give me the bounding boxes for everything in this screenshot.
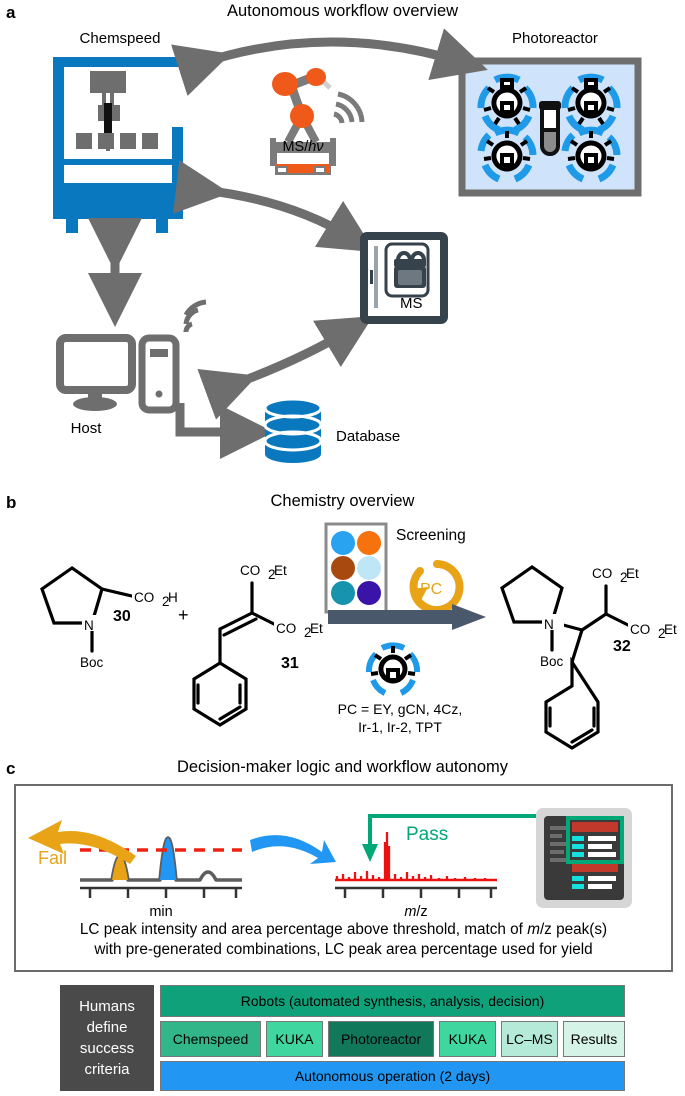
structure-32: N Boc CO 2 Et CO 2 Et bbox=[494, 552, 685, 750]
svg-text:CO: CO bbox=[592, 566, 612, 581]
svg-text:Et: Et bbox=[310, 621, 323, 636]
svg-text:N: N bbox=[84, 618, 94, 633]
humans-line-3: criteria bbox=[84, 1061, 130, 1078]
dashboard-screen-icon bbox=[534, 806, 634, 910]
robot-ms-text: MS/ bbox=[282, 139, 309, 155]
criteria-line2: with pre-generated combinations, LC peak… bbox=[94, 941, 593, 958]
svg-text:Boc: Boc bbox=[80, 655, 104, 670]
structure-30: N Boc CO 2 H bbox=[24, 553, 194, 673]
svg-text:CO: CO bbox=[134, 590, 154, 605]
svg-text:CO: CO bbox=[630, 622, 650, 637]
pass-connector bbox=[356, 810, 556, 870]
svg-text:2: 2 bbox=[268, 567, 276, 582]
ms-axis-label: m/z bbox=[331, 904, 501, 920]
panel-b-title: Chemistry overview bbox=[270, 492, 415, 510]
ms-axis-m: m bbox=[404, 904, 417, 920]
station-kuka-1: KUKA bbox=[266, 1021, 323, 1057]
pass-arrow-icon bbox=[248, 822, 338, 870]
lc-axis-label: min bbox=[149, 904, 173, 920]
station-lcms: LC–MS bbox=[501, 1021, 558, 1057]
robot-h-text: h bbox=[308, 139, 317, 155]
compound-32-number: 32 bbox=[613, 638, 631, 655]
database-label: Database bbox=[336, 428, 401, 445]
criteria-text: LC peak intensity and area percentage ab… bbox=[20, 920, 667, 960]
panel-a-title: Autonomous workflow overview bbox=[226, 2, 459, 20]
criteria-line1: LC peak intensity and area percentage ab… bbox=[20, 920, 667, 940]
robot-nu-text: ν bbox=[316, 139, 324, 155]
svg-text:N: N bbox=[544, 617, 554, 632]
panel-c-title: Decision-maker logic and workflow autono… bbox=[176, 758, 509, 776]
compound-31-number: 31 bbox=[281, 655, 299, 672]
host-icon bbox=[56, 334, 180, 414]
pass-label: Pass bbox=[406, 824, 449, 845]
fail-arrow-icon bbox=[24, 818, 144, 868]
humans-cell: Humans define success criteria bbox=[60, 985, 154, 1091]
reaction-arrow bbox=[328, 604, 488, 630]
database-icon bbox=[262, 397, 324, 464]
decision-box: min m/z Fail bbox=[14, 784, 673, 972]
criteria-l1-m: m bbox=[527, 921, 540, 938]
svg-text:Et: Et bbox=[626, 566, 639, 581]
plus-sign: + bbox=[178, 605, 189, 625]
pc-text: PC bbox=[420, 581, 442, 598]
host-label: Host bbox=[70, 420, 102, 437]
svg-text:CO: CO bbox=[276, 621, 296, 636]
panel-a-letter: a bbox=[6, 3, 16, 22]
svg-text:2: 2 bbox=[162, 594, 170, 609]
svg-text:2: 2 bbox=[304, 625, 312, 640]
led-lamp-group bbox=[477, 73, 621, 183]
compound-30-number: 30 bbox=[113, 608, 131, 625]
pc-legend-line2: Ir-1, Ir-2, TPT bbox=[358, 719, 442, 735]
svg-text:H: H bbox=[168, 590, 178, 605]
photoreactor-icon bbox=[458, 57, 642, 197]
pc-legend: PC = EY, gCN, 4Cz, Ir-1, Ir-2, TPT bbox=[310, 700, 490, 736]
svg-text:CO: CO bbox=[240, 563, 260, 578]
station-kuka-2: KUKA bbox=[439, 1021, 497, 1057]
svg-text:Boc: Boc bbox=[540, 654, 564, 669]
ms-spectrum bbox=[331, 802, 501, 902]
robots-bar: Robots (automated synthesis, analysis, d… bbox=[160, 985, 625, 1017]
svg-text:2: 2 bbox=[620, 570, 628, 585]
ms-icon bbox=[356, 228, 452, 328]
humans-line-1: define bbox=[86, 1019, 128, 1036]
pc-legend-line1: PC = EY, gCN, 4Cz, bbox=[337, 701, 463, 717]
svg-text:Et: Et bbox=[274, 563, 287, 578]
wifi-icon bbox=[182, 299, 222, 338]
svg-text:2: 2 bbox=[658, 626, 666, 641]
well-plate-icon bbox=[324, 522, 388, 614]
station-chemspeed: Chemspeed bbox=[160, 1021, 262, 1057]
humans-line-2: success bbox=[79, 1040, 135, 1057]
robot-ms-label: MS/hν bbox=[273, 139, 333, 155]
panel-b-letter: b bbox=[6, 493, 17, 512]
chemspeed-icon bbox=[46, 55, 196, 235]
criteria-l1-c: peak(s) bbox=[551, 921, 608, 938]
screening-label: Screening bbox=[396, 527, 466, 544]
station-photoreactor: Photoreactor bbox=[327, 1021, 435, 1057]
robot-icon bbox=[258, 58, 378, 178]
ms-label: MS bbox=[400, 295, 423, 312]
ms-axis-rest: /z bbox=[416, 904, 428, 920]
station-results: Results bbox=[562, 1021, 625, 1057]
pc-cycle-icon: PC bbox=[406, 556, 468, 618]
criteria-l1-a: LC peak intensity and area percentage ab… bbox=[79, 921, 528, 938]
chemspeed-label: Chemspeed bbox=[79, 30, 161, 47]
photoreactor-label: Photoreactor bbox=[512, 30, 598, 47]
humans-line-0: Humans bbox=[79, 998, 135, 1015]
station-row: Chemspeed KUKA Photoreactor KUKA LC–MS R… bbox=[160, 1021, 625, 1057]
svg-text:Et: Et bbox=[664, 622, 677, 637]
lamp-icon bbox=[360, 638, 426, 700]
structure-31: CO 2 Et CO 2 Et bbox=[192, 545, 338, 735]
autonomous-bar: Autonomous operation (2 days) bbox=[160, 1061, 625, 1091]
fail-label: Fail bbox=[38, 848, 68, 868]
timeline: Humans define success criteria Robots (a… bbox=[60, 985, 625, 1091]
vial-icon bbox=[539, 101, 561, 156]
criteria-l1-b: /z bbox=[539, 921, 552, 938]
panel-c-letter: c bbox=[6, 759, 16, 778]
timeline-right: Robots (automated synthesis, analysis, d… bbox=[160, 985, 625, 1091]
